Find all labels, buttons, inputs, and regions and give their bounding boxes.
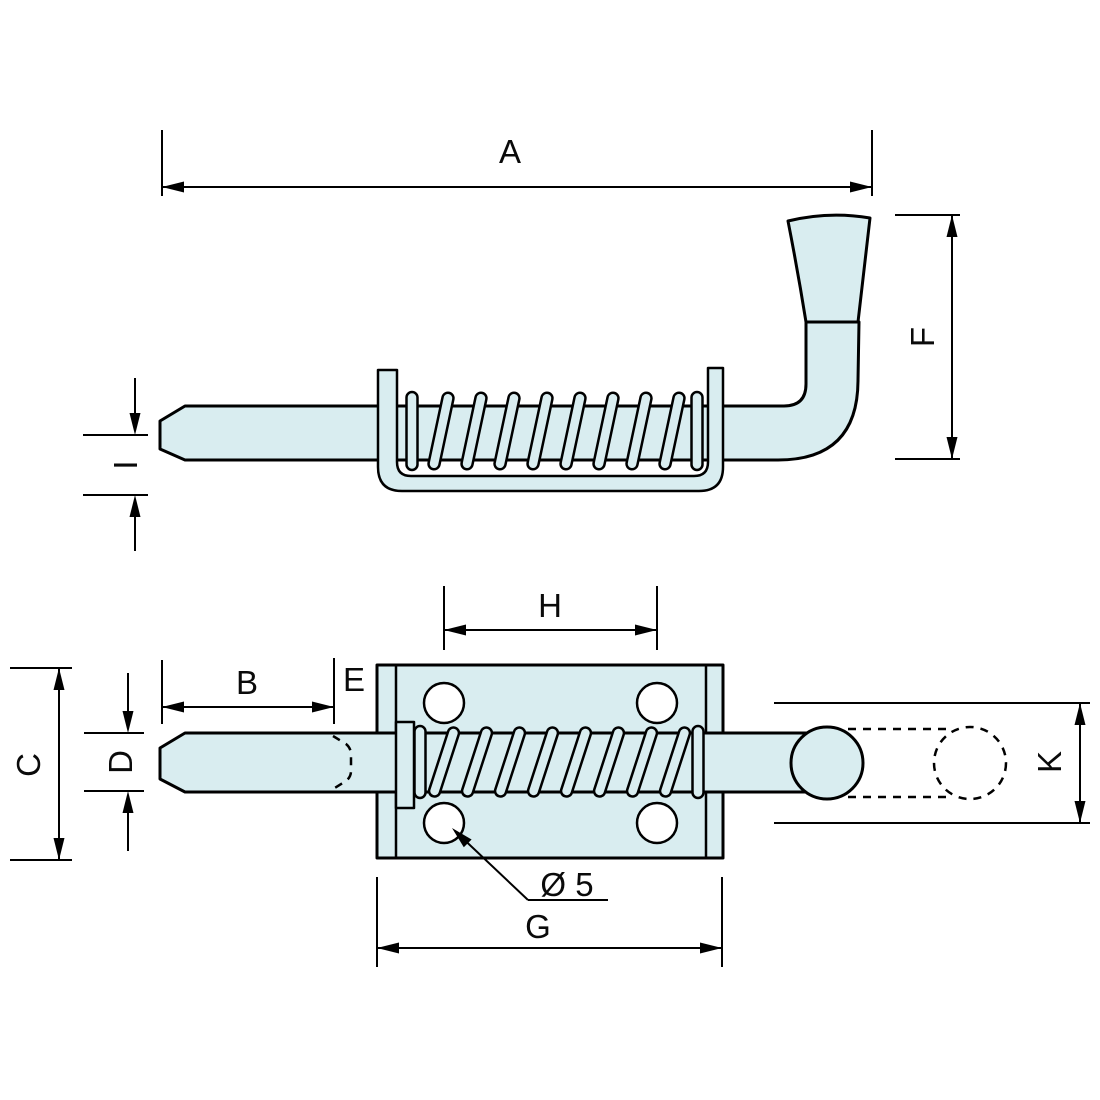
mounting-hole: [422, 801, 466, 845]
spring-coil: [625, 391, 653, 471]
dim-b: B: [161, 658, 335, 724]
spring-coil: [526, 391, 554, 471]
spring-side-view: [405, 390, 704, 472]
dim-d-arrow-top: [122, 711, 134, 733]
dim-c: C: [10, 667, 72, 861]
dim-g-arrow-left: [377, 942, 399, 954]
spring-coil: [691, 724, 705, 800]
spring-coil: [658, 391, 686, 471]
dim-d-arrow-bottom: [122, 791, 134, 813]
retainer-bracket: [376, 366, 725, 493]
spring-coil: [413, 724, 427, 800]
mounting-hole: [635, 801, 679, 845]
callout-arrowhead: [452, 828, 472, 848]
dim-d: D: [84, 673, 144, 851]
dim-a-arrow-right: [850, 181, 872, 193]
spring-coil: [592, 391, 620, 471]
spring-coil: [460, 391, 488, 471]
dim-a-label: A: [499, 133, 521, 170]
spring-coil: [460, 726, 494, 798]
dim-f: F: [895, 214, 960, 460]
spring-coil: [427, 391, 455, 471]
spring-coil: [559, 726, 593, 798]
dim-f-label: F: [904, 327, 941, 347]
handle-end-circle: [789, 725, 865, 801]
retracted-handle-circle: [932, 725, 1008, 801]
dim-c-label: C: [10, 753, 47, 777]
spring-coil: [625, 726, 659, 798]
dim-k-arrow-bottom: [1074, 801, 1086, 823]
handle-knob: [786, 213, 872, 324]
mounting-hole: [635, 681, 679, 725]
side-view: A F I: [83, 130, 960, 551]
dim-g-label: G: [525, 908, 551, 945]
spring-washer: [394, 720, 416, 810]
hole-diameter-callout: Ø 5: [452, 828, 608, 903]
dim-b-arrow-right: [312, 701, 334, 713]
dim-h-label: H: [538, 587, 562, 624]
dim-g: G: [376, 877, 723, 967]
dim-c-arrow-bottom: [53, 838, 65, 860]
dim-b-label: B: [236, 664, 258, 701]
spring-coil: [658, 726, 692, 798]
dim-f-arrow-top: [946, 215, 958, 237]
dim-e-label: E: [343, 661, 365, 698]
dim-b-arrow-left: [162, 701, 184, 713]
spring-coil: [526, 726, 560, 798]
mounting-hole: [422, 681, 466, 725]
spring-coil: [427, 726, 461, 798]
hole-diameter-label: Ø 5: [540, 866, 593, 903]
spring-coil: [592, 726, 626, 798]
plan-view: C D B E H: [10, 586, 1090, 967]
dim-k-label: K: [1031, 751, 1068, 773]
dim-k-arrow-top: [1074, 703, 1086, 725]
dim-i-arrow-top: [129, 413, 141, 435]
dim-d-label: D: [102, 750, 139, 774]
dim-h-arrow-left: [444, 624, 466, 636]
spring-coil: [493, 391, 521, 471]
spring-coil: [690, 390, 704, 472]
handle-retracted-dashed: [848, 725, 1008, 801]
dim-i-label: I: [107, 460, 144, 469]
dim-f-arrow-bottom: [946, 437, 958, 459]
dim-k: K: [774, 702, 1090, 824]
dim-a-arrow-left: [162, 181, 184, 193]
dim-g-arrow-right: [700, 942, 722, 954]
dim-i: I: [83, 378, 148, 551]
dim-c-arrow-top: [53, 668, 65, 690]
dim-a: A: [161, 130, 873, 196]
spring-coil: [559, 391, 587, 471]
spring-coil: [493, 726, 527, 798]
dim-h: H: [443, 586, 658, 650]
bolt-tip-retracted-dashed: [332, 734, 353, 791]
spring-plan-view: [413, 724, 705, 800]
dim-i-arrow-bottom: [129, 495, 141, 517]
bolt-rod-side: [158, 320, 861, 462]
dim-h-arrow-right: [635, 624, 657, 636]
spring-coil: [405, 390, 419, 472]
